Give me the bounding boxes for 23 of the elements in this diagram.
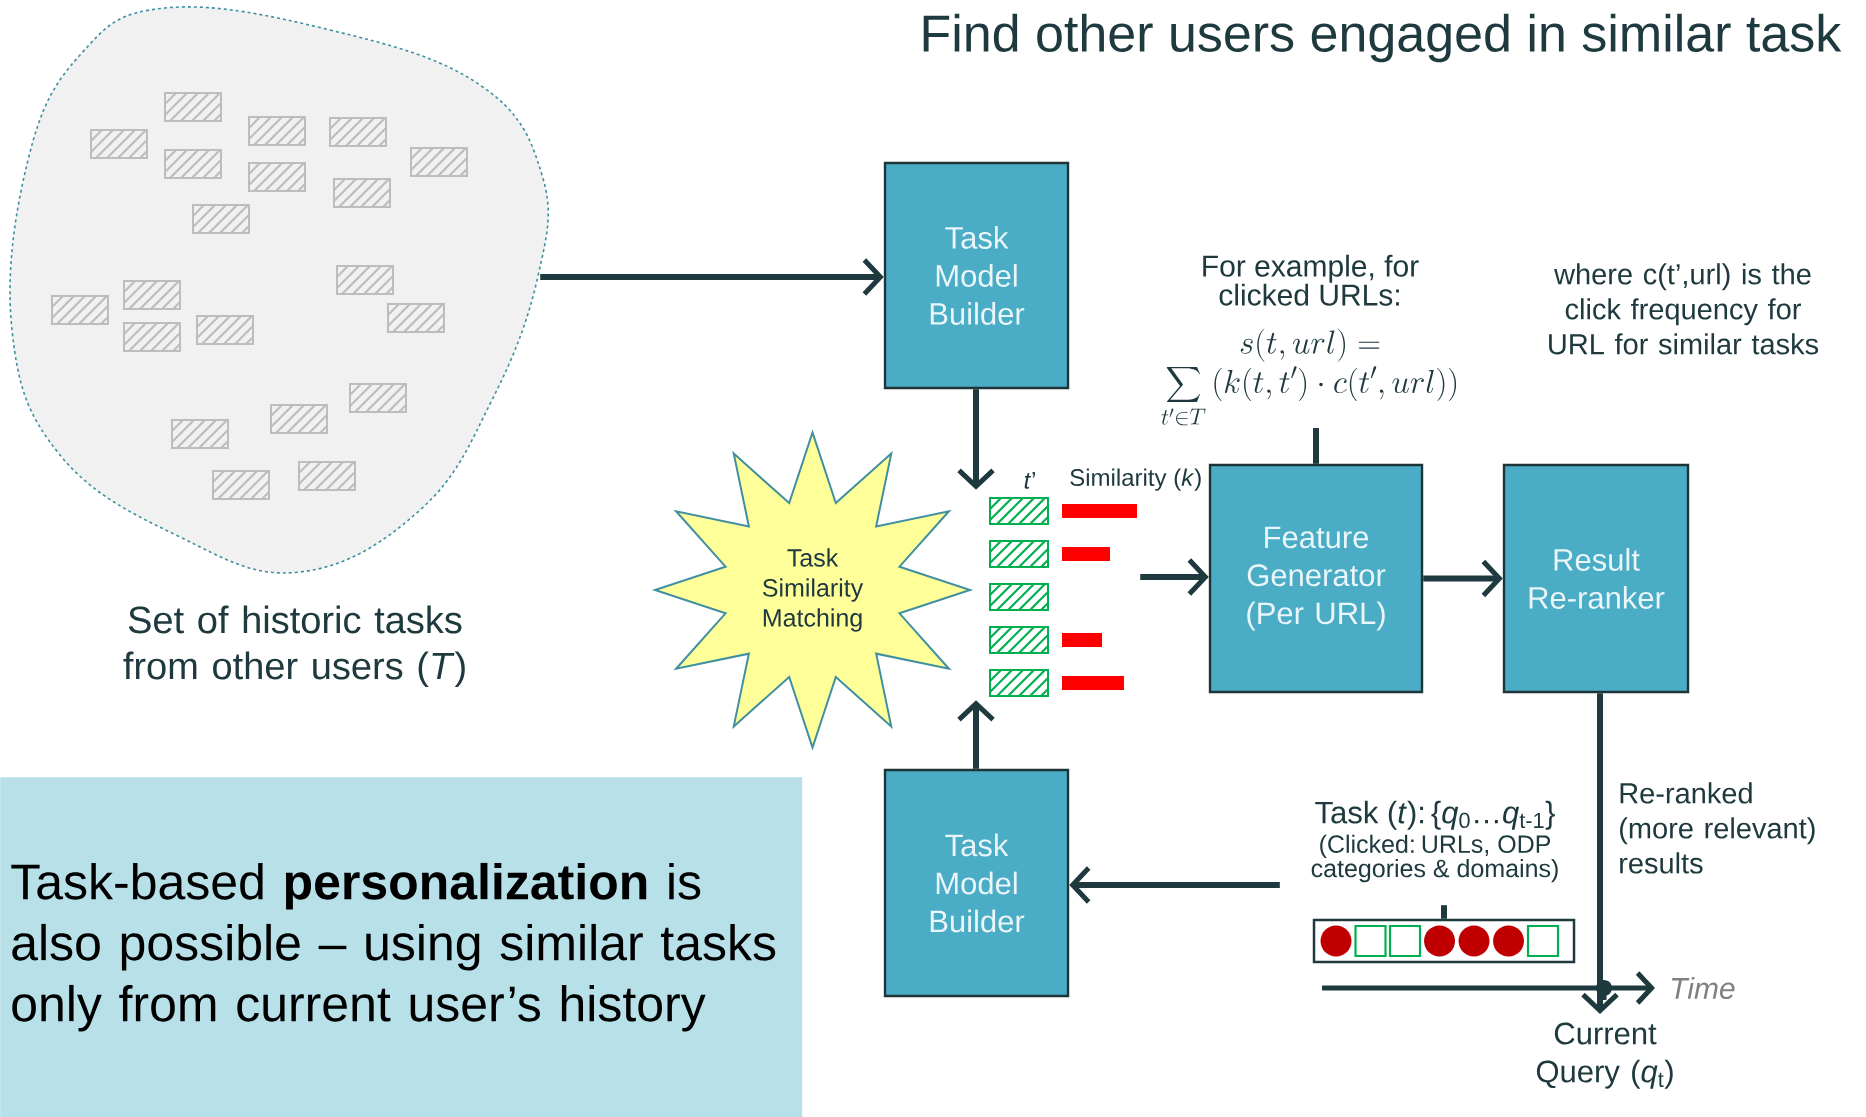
arrow [540,258,884,296]
process-box: Task Model Builder [883,768,1070,998]
arrow [957,389,995,490]
arrow [1069,866,1280,904]
column-label: Similarity (k) [1070,468,1201,491]
arrow [1581,693,1619,1014]
edge-label: Re-ranked (more relevant) results [1616,780,1826,876]
task-set-blob [9,6,550,574]
query-label: Current Query (q$_{t}$) [1536,1022,1673,1089]
process-box: Feature Generator (Per URL) [1208,463,1424,694]
axis-label: Time [1671,977,1735,1000]
set-label: Set of historic tasks from other users (T) [123,605,465,687]
process-box: Task Model Builder [883,161,1070,390]
similarity-bars-drawing [989,497,1137,697]
query-sequence-drawing [1312,918,1576,964]
note-panel: Task-based personalization is also possible – using similar tasks only from current user’s history [0,777,803,1117]
arrow [1423,559,1503,598]
column-label: t’ [1024,472,1035,489]
task-description: Task (t): {q$_{0}$…q$_{t-1}$} (Clicked: URLs, ODP categories & domains) [1311,800,1558,883]
title: Find other users engaged in similar task [923,13,1842,63]
note-text: where c(t’,url) is the click frequency for URL for similar tasks [1549,263,1819,355]
formula-text: For example, for clicked URLs: $s(t,url) =$ $\sum_{t'\in T}\left(k(t,t')\cdot c(t',url)\right)$ [1161,254,1457,426]
process-box: Result Re-ranker [1502,463,1690,694]
